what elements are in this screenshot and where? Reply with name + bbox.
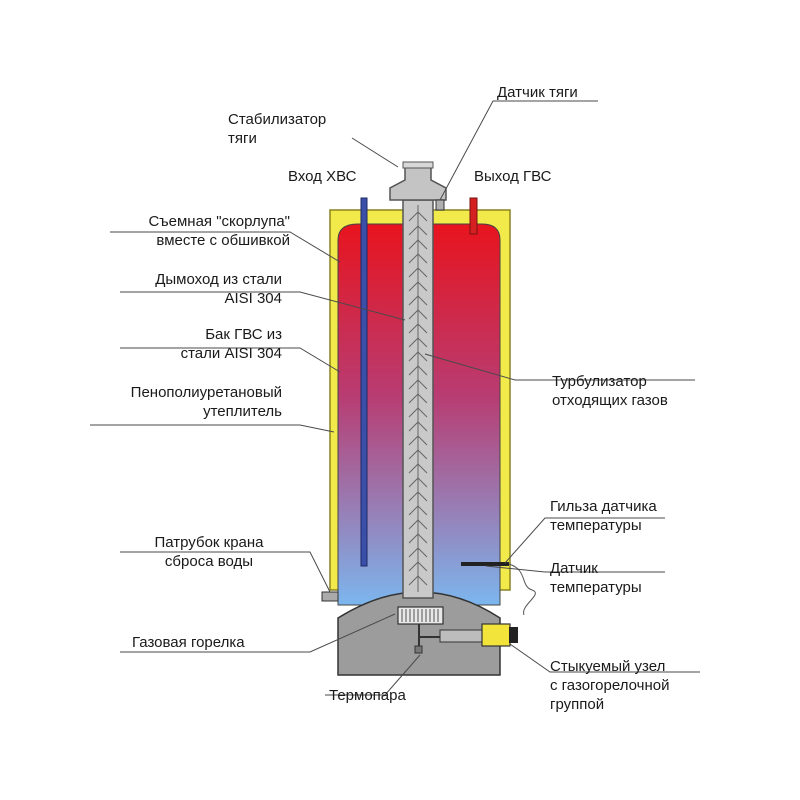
label-flue-line1: Дымоход из стали [155,271,282,288]
cold-water-pipe [360,197,368,567]
thermocouple-tip [414,645,423,654]
label-sensor-sleeve: Гильза датчика температуры [550,497,657,535]
hot-water-pipe [469,197,478,235]
label-insulation-line1: Пенополиуретановый [130,384,282,401]
label-draft-sensor: Датчик тяги [497,84,578,101]
label-gas-burner: Газовая горелка [132,634,245,651]
label-temperature-sensor-line2: температуры [550,579,642,596]
drain-nozzle [321,591,339,602]
label-draft-stabilizer-line2: тяги [228,130,257,147]
label-cold-inlet: Вход ХВС [288,168,357,185]
label-temperature-sensor-line1: Датчик [550,560,598,577]
label-sensor-sleeve-line2: температуры [550,517,642,534]
draft-stabilizer-top [402,161,434,169]
burner-grille-bars [401,609,439,622]
label-insulation: Пенополиуретановый утеплитель [131,383,282,421]
label-removable-shell-line2: вместе с обшивкой [156,232,290,249]
label-removable-shell-line1: Съемная "скорлупа" [148,213,290,230]
label-docking-unit-line1: Стыкуемый узел [550,658,666,675]
gas-burner-unit [481,623,511,647]
label-temperature-sensor: Датчик температуры [550,559,642,597]
label-turbulizer-line2: отходящих газов [552,392,668,409]
label-drain-nozzle: Патрубок крана сброса воды [134,533,284,571]
label-drain-nozzle-line2: сброса воды [164,553,254,570]
gas-burner-unit-knob [509,627,518,643]
temperature-sensor-sleeve [461,562,509,566]
label-drain-nozzle-line1: Патрубок крана [154,534,264,551]
label-docking-unit-line2: с газогорелочной [550,677,670,694]
sensor-wire [508,563,536,616]
label-flue-line2: AISI 304 [224,290,282,307]
leader-lines [90,100,700,696]
turbulizer [408,205,428,592]
label-tank-line1: Бак ГВС из [205,326,282,343]
label-insulation-line2: утеплитель [203,403,282,420]
label-tank-line2: стали AISI 304 [180,345,282,362]
label-docking-unit-line3: группой [550,696,605,713]
label-hot-outlet: Выход ГВС [474,168,552,185]
label-draft-stabilizer: Стабилизатор тяги [228,110,326,148]
gas-pipe [439,629,485,643]
label-docking-unit: Стыкуемый узел с газогорелочной группой [550,657,669,714]
label-turbulizer-line1: Турбулизатор [552,373,647,390]
label-flue: Дымоход из стали AISI 304 [155,270,282,308]
label-removable-shell: Съемная "скорлупа" вместе с обшивкой [148,212,290,250]
label-turbulizer: Турбулизатор отходящих газов [552,372,668,410]
label-draft-stabilizer-line1: Стабилизатор [228,111,327,128]
label-tank: Бак ГВС из стали AISI 304 [181,325,282,363]
draft-stabilizer [389,166,447,201]
burner-grille [397,606,444,625]
draft-sensor [435,199,445,211]
label-sensor-sleeve-line1: Гильза датчика [550,498,657,515]
label-thermocouple: Термопара [329,687,406,704]
